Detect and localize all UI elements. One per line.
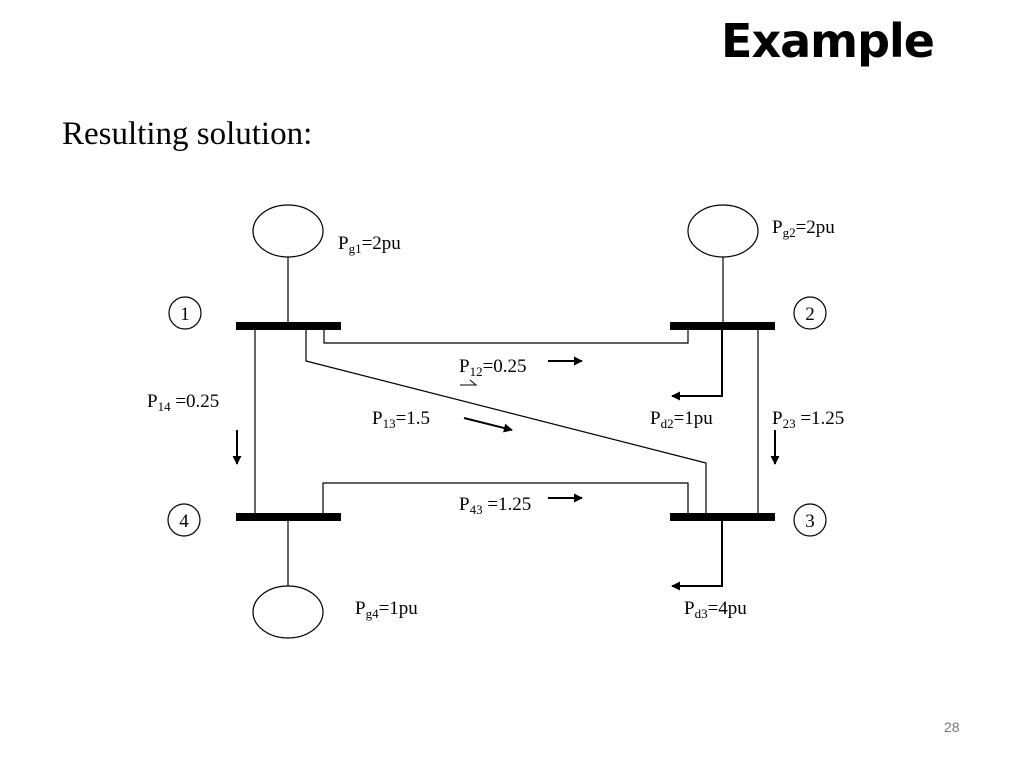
flow-12-label: P12=0.25 bbox=[459, 356, 527, 379]
load-2-line bbox=[671, 330, 723, 401]
generator-1 bbox=[252, 204, 324, 258]
bus-circle-2 bbox=[793, 296, 827, 330]
load-3-line bbox=[671, 521, 723, 591]
flow-13-arrow bbox=[463, 417, 513, 433]
generator-2-label: Pg2=2pu bbox=[772, 217, 835, 240]
flow-23-label: P23 =1.25 bbox=[772, 408, 844, 431]
load-3-label: Pd3=4pu bbox=[684, 598, 747, 621]
page-number: 28 bbox=[944, 719, 960, 735]
generator-4-label: Pg4=1pu bbox=[355, 598, 418, 621]
bus-bar-4 bbox=[236, 513, 341, 521]
slide-title: Example bbox=[721, 14, 935, 68]
line-4-3 bbox=[322, 482, 689, 513]
generator-1-label: Pg1=2pu bbox=[338, 233, 401, 256]
bus-bar-1 bbox=[236, 322, 341, 330]
bus-label-3: 3 bbox=[805, 511, 815, 532]
flow-13-label: P13=1.5 bbox=[372, 408, 430, 431]
bus-circle-1 bbox=[168, 296, 202, 330]
bus-bar-2 bbox=[670, 322, 775, 330]
flow-14-label: P14 =0.25 bbox=[147, 391, 219, 414]
line-1-2 bbox=[323, 330, 689, 344]
flow-43-label: P43 =1.25 bbox=[459, 494, 531, 517]
bus-label-4: 4 bbox=[179, 511, 189, 532]
generator-2 bbox=[687, 204, 759, 258]
bus-circle-3 bbox=[793, 503, 827, 537]
stray-arrow-mark bbox=[460, 379, 478, 386]
bus-bar-3 bbox=[670, 513, 775, 521]
line-1-3 bbox=[305, 330, 707, 513]
slide-subtitle: Resulting solution: bbox=[62, 116, 313, 152]
bus-label-2: 2 bbox=[805, 304, 815, 325]
generator-4 bbox=[252, 585, 324, 639]
bus-circle-4 bbox=[167, 503, 201, 537]
load-2-label: Pd2=1pu bbox=[650, 408, 713, 431]
bus-label-1: 1 bbox=[180, 304, 190, 325]
